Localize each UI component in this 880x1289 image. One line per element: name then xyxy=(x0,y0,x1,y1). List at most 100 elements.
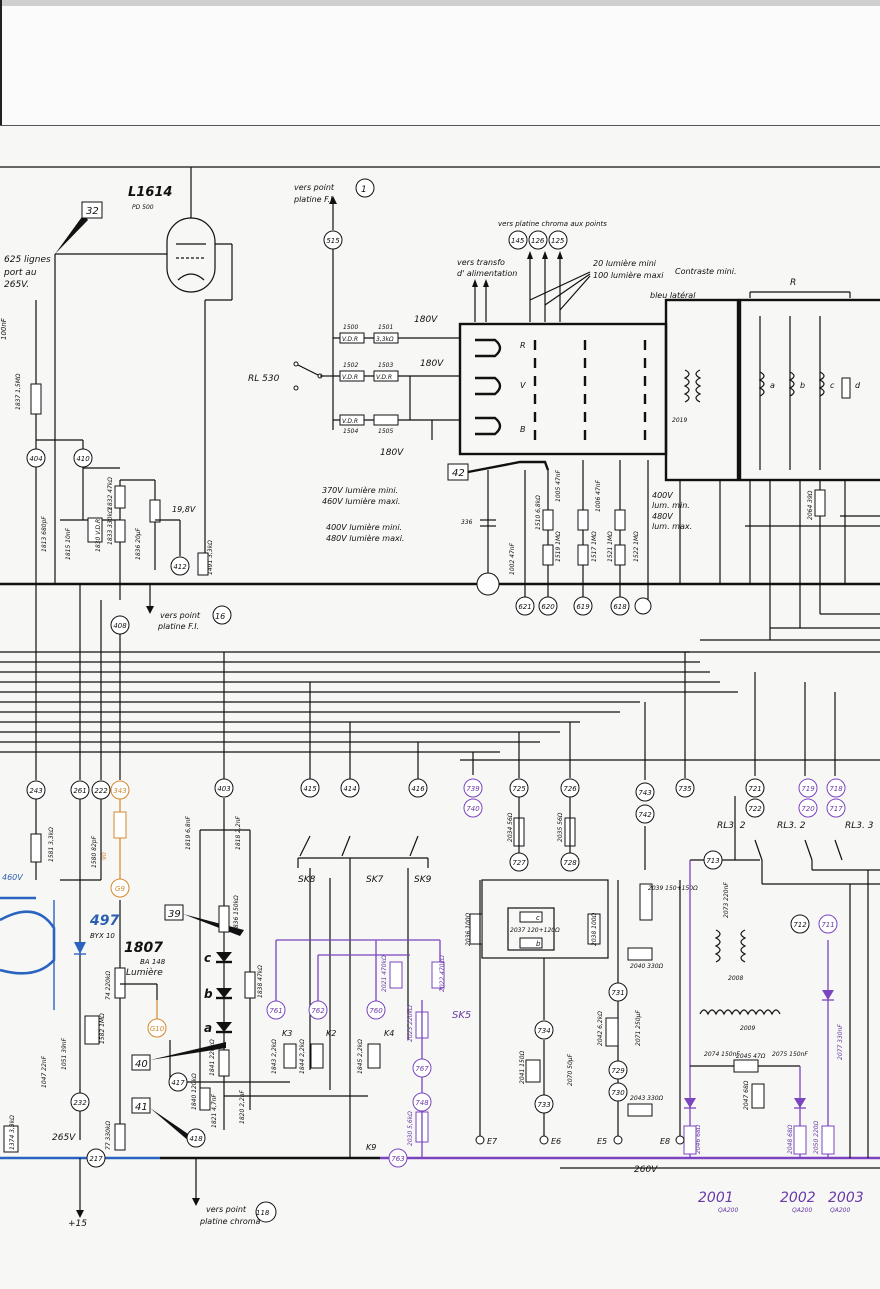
vdr-area: V.D.R V.D.R V.D.R V.D.R 3,3kΩ 1500 1501 … xyxy=(248,248,460,458)
node-label-743: 743 xyxy=(638,789,651,797)
node-label-404: 404 xyxy=(29,455,42,463)
node-label-618: 618 xyxy=(613,603,627,611)
r1503: 1503 xyxy=(378,362,393,369)
r1582: 1582 1MΩ xyxy=(99,1013,106,1044)
label-260v: 260V xyxy=(634,1165,658,1175)
r1510: 1510 6,8kΩ xyxy=(535,495,542,530)
node-label-731: 731 xyxy=(611,989,624,997)
scan-left-edge xyxy=(0,0,2,125)
module-2001: 2001 xyxy=(698,1190,734,1206)
node-762: 762 xyxy=(308,1000,328,1020)
label-400v: 400V xyxy=(652,491,673,500)
r2038: 2038 100Ω xyxy=(591,912,598,946)
node-label-711: 711 xyxy=(821,921,834,929)
r2022: 2022 470kΩ xyxy=(439,955,446,992)
node-728: 728 xyxy=(560,852,580,872)
node-label-343: 343 xyxy=(113,787,126,795)
switch-sk7: SK7 xyxy=(366,875,384,885)
node-label-748: 748 xyxy=(415,1099,429,1107)
vers-platine-chroma: vers platine chroma aux points xyxy=(498,220,607,228)
r2041: 2041 150Ω xyxy=(519,1050,526,1084)
node-label-739: 739 xyxy=(466,785,480,793)
r1840: 1840 120kΩ xyxy=(191,1073,198,1110)
scan-top-band xyxy=(0,0,880,6)
node-414: 414 xyxy=(340,778,360,798)
crt-c: c xyxy=(830,381,835,390)
node-729: 729 xyxy=(608,1060,628,1080)
c1051: 1051 39nF xyxy=(61,1037,68,1070)
diode-stack: c b a 1819 6,8nF 1818 2,2nF 1836 150kΩ 1… xyxy=(185,798,264,1130)
node-label-712: 712 xyxy=(793,921,807,929)
r1501: 1501 xyxy=(378,324,393,331)
node-label-415: 415 xyxy=(303,785,317,793)
c1820: 1820 2,2nF xyxy=(239,1089,246,1124)
diode-497: 497 xyxy=(89,913,119,929)
node-label-408: 408 xyxy=(113,622,127,630)
vers-point-16-b: platine F.I. xyxy=(157,622,199,631)
r1521: 1521 1MΩ xyxy=(607,531,614,562)
node-label-763: 763 xyxy=(391,1155,404,1163)
label-lumiere: Lumière xyxy=(126,967,163,978)
node-label-727: 727 xyxy=(512,859,526,867)
vers-point-fi-a: vers point xyxy=(294,183,335,192)
pot-2039: 2039 150+150Ω xyxy=(648,885,698,892)
r77: 77 330kΩ xyxy=(105,1121,112,1150)
k2: K2 xyxy=(326,1029,336,1038)
label-lum-max: lum. max. xyxy=(652,522,692,531)
label-rl530: RL 530 xyxy=(248,374,280,384)
c1821: 1821 4,7nF xyxy=(211,1093,218,1128)
node-410: 410 xyxy=(73,448,93,468)
node-760: 760 xyxy=(366,1000,386,1020)
node-717: 717 xyxy=(826,798,846,818)
node-731: 731 xyxy=(608,982,628,1002)
point-126: 126 xyxy=(531,237,545,245)
r1522: 1522 1MΩ xyxy=(633,531,640,562)
r2047: 2047 68Ω xyxy=(743,1080,750,1110)
r2064: 2064 39Ω xyxy=(807,490,814,520)
node-763: 763 xyxy=(388,1148,408,1168)
e5: E5 xyxy=(597,1137,607,1146)
node-label-721: 721 xyxy=(748,785,761,793)
box-41 xyxy=(131,1097,151,1114)
c1813-label: 1813 680pF xyxy=(41,516,48,552)
vers-point-fi-b: platine F.I. xyxy=(293,195,335,204)
c1815-label: 1815 10nF xyxy=(65,527,72,560)
switch-sk5: SK5 xyxy=(452,1010,471,1021)
node-418: 418 xyxy=(186,1128,206,1148)
c2075: 2075 150nF xyxy=(772,1051,808,1058)
diode-a: a xyxy=(204,1021,212,1035)
crt-d: d xyxy=(855,381,861,390)
box-39 xyxy=(164,904,184,921)
switch-block: SK8 SK7 SK9 1843 2,2kΩ 1844 2,2kΩ 1845 2… xyxy=(169,835,432,1158)
label-plus15: +15 xyxy=(68,1219,87,1229)
node-217: 217 xyxy=(86,1148,106,1168)
module-2003: 2003 xyxy=(828,1190,864,1206)
label-265v: 265V. xyxy=(4,280,29,290)
r1501-value: 3,3kΩ xyxy=(376,336,394,343)
node-730: 730 xyxy=(608,1082,628,1102)
node-label-232: 232 xyxy=(73,1099,87,1107)
l2019: 2019 xyxy=(672,417,687,424)
node-725: 725 xyxy=(509,778,529,798)
bridge-block: c b 2036 100Ω 2038 100Ω 2037 120+120Ω 20… xyxy=(465,796,609,1138)
node-label-722: 722 xyxy=(748,805,762,813)
node-label-717: 717 xyxy=(829,805,843,813)
r1838: 1838 47kΩ xyxy=(257,965,264,998)
node-label-735: 735 xyxy=(678,785,692,793)
lower-left-circuit: 1581 3,3kΩ 1580 82pF 497 BYX 10 1582 1MΩ… xyxy=(0,798,166,1229)
bottom-labels: vers point platine chroma 2001 QA200 200… xyxy=(192,1158,864,1226)
node-label-410: 410 xyxy=(76,455,90,463)
label-lum-min: lum. min. xyxy=(652,501,690,510)
pot-1845: 1845 2,2kΩ xyxy=(357,1039,364,1074)
crt-b2: b xyxy=(800,381,805,390)
node-712: 712 xyxy=(790,914,810,934)
node-739: 739 xyxy=(463,778,483,798)
node-label-g9: G9 xyxy=(115,885,125,893)
pointer-32 xyxy=(55,214,88,254)
r1505: 1505 xyxy=(378,428,393,435)
node-403: 403 xyxy=(214,778,234,798)
pot-2037: 2037 120+120Ω xyxy=(510,927,560,934)
node-713: 713 xyxy=(703,850,723,870)
node-label-718: 718 xyxy=(829,785,843,793)
point-125: 125 xyxy=(551,237,565,245)
